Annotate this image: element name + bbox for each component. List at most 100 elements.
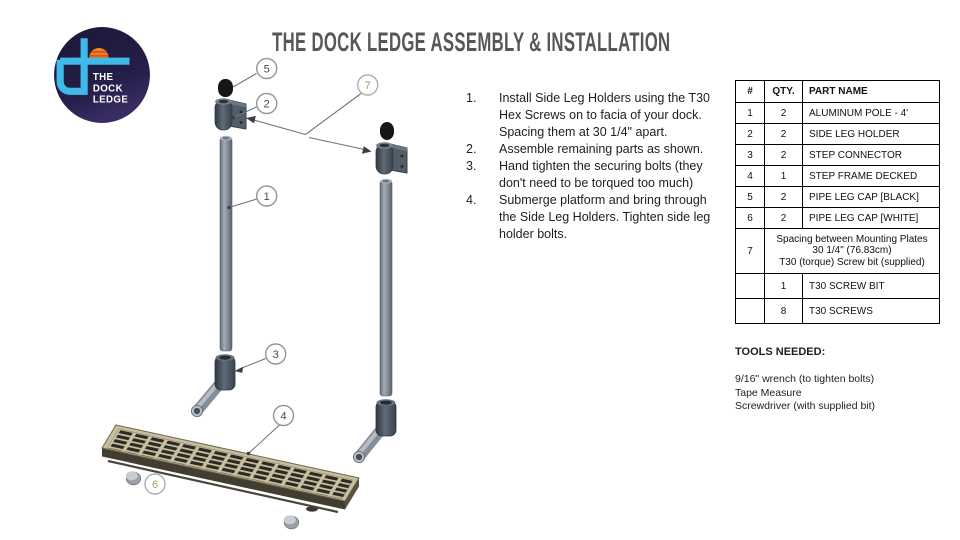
part-number: 3 [735, 144, 765, 166]
part-number: 1 [735, 102, 765, 124]
svg-text:7: 7 [365, 80, 371, 92]
part-name: T30 SCREW BIT [802, 273, 940, 299]
svg-text:3: 3 [273, 349, 279, 361]
step-number: 3. [466, 159, 477, 173]
callout-2: 2 [256, 92, 278, 115]
instructions-list: 1. Install Side Leg Holders using the T3… [466, 90, 716, 243]
side-leg-holder-right [375, 142, 408, 175]
table-row: 1 2 ALUMINUM POLE - 4' [735, 102, 940, 124]
parts-table-header: # QTY. PART NAME [735, 80, 940, 103]
aluminum-pole-right [379, 178, 393, 397]
pipe-leg-cap-white-right [283, 515, 300, 530]
part-qty: 2 [764, 186, 803, 208]
header-number: # [735, 80, 765, 103]
part-number [735, 298, 765, 324]
callout-4: 4 [272, 404, 295, 427]
svg-text:4: 4 [280, 411, 286, 423]
svg-text:6: 6 [152, 479, 158, 491]
callout-1: 1 [256, 185, 278, 207]
part-qty: 1 [764, 165, 803, 187]
aluminum-pole-left [219, 135, 233, 352]
step-connector-right [352, 399, 397, 463]
pipe-leg-cap-black-left [218, 79, 233, 97]
spacing-note-line: 30 1/4" (76.83cm) [812, 245, 892, 257]
pipe-leg-cap-white-left [125, 471, 142, 486]
header-part-name: PART NAME [802, 80, 940, 103]
part-qty: 2 [764, 207, 803, 229]
step-number: 1. [466, 91, 477, 105]
page-title-text: THE DOCK LEDGE ASSEMBLY & INSTALLATION [272, 27, 671, 57]
part-number: 6 [735, 207, 765, 229]
part-name: T30 SCREWS [802, 298, 940, 324]
callout-7: 7 [357, 74, 379, 96]
logo-text-ledge: LEDGE [93, 95, 129, 106]
table-row: 8 T30 SCREWS [735, 298, 940, 324]
step-text: Assemble remaining parts as shown. [499, 142, 704, 156]
tools-item: Tape Measure [735, 386, 802, 399]
table-row: 2 2 SIDE LEG HOLDER [735, 123, 940, 145]
logo-sun-icon [89, 47, 109, 58]
instruction-step-4: 4. Submerge platform and bring through t… [466, 192, 716, 243]
instruction-step-3: 3. Hand tighten the securing bolts (they… [466, 158, 716, 192]
page-title: THE DOCK LEDGE ASSEMBLY & INSTALLATION [150, 27, 790, 58]
part-number [735, 273, 765, 299]
arrowhead-left-mounting-plate [246, 115, 256, 124]
logo-d-mark [56, 38, 130, 95]
callout-leader-lines [228, 73, 365, 454]
spacing-note-cell: Spacing between Mounting Plates 30 1/4" … [764, 228, 940, 274]
arrowhead-step-connector [234, 366, 244, 373]
tools-item: 9/16" wrench (to tighten bolts) [735, 373, 875, 385]
step-connector-left [190, 354, 236, 417]
tools-item: Screwdriver (with supplied bit) [735, 400, 876, 412]
part-name: PIPE LEG CAP [BLACK] [802, 186, 940, 208]
part-number: 7 [735, 228, 765, 274]
instruction-step-2: 2. Assemble remaining parts as shown. [466, 141, 716, 158]
part-name: STEP FRAME DECKED [802, 165, 940, 187]
parts-table: # QTY. PART NAME 1 2 ALUMINUM POLE - 4' … [735, 80, 940, 324]
table-row: 5 2 PIPE LEG CAP [BLACK] [735, 186, 940, 208]
table-row-spacing-note: 7 Spacing between Mounting Plates 30 1/4… [735, 228, 940, 274]
table-row: 4 1 STEP FRAME DECKED [735, 165, 940, 187]
part-number: 5 [735, 186, 765, 208]
part-qty: 2 [764, 123, 803, 145]
part-number: 4 [735, 165, 765, 187]
arrowhead-right-mounting-plate [362, 146, 372, 154]
part-qty: 2 [764, 144, 803, 166]
step-text: Submerge platform and bring through the … [499, 193, 711, 241]
dock-ledge-logo: THE DOCK LEDGE [54, 27, 150, 123]
svg-text:2: 2 [264, 99, 270, 111]
pipe-leg-cap-black-right [380, 122, 394, 140]
table-row: 6 2 PIPE LEG CAP [WHITE] [735, 207, 940, 229]
leader-end-markers [227, 115, 372, 456]
logo-circle [54, 27, 150, 123]
step-number: 2. [466, 142, 477, 156]
instruction-step-1: 1. Install Side Leg Holders using the T3… [466, 90, 716, 141]
step-text: Install Side Leg Holders using the T30 H… [499, 91, 711, 139]
part-qty: 8 [764, 298, 803, 324]
tools-heading: TOOLS NEEDED: [735, 346, 826, 358]
step-frame-decked [101, 424, 360, 514]
header-qty: QTY. [764, 80, 803, 103]
step-text: Hand tighten the securing bolts (they do… [499, 159, 703, 190]
part-name: SIDE LEG HOLDER [802, 123, 940, 145]
step-number: 4. [466, 193, 477, 207]
logo-text-dock: DOCK [93, 83, 123, 94]
part-number: 2 [735, 123, 765, 145]
logo-text-the: THE [93, 72, 114, 83]
svg-text:5: 5 [264, 64, 270, 76]
part-name: PIPE LEG CAP [WHITE] [802, 207, 940, 229]
part-qty: 1 [764, 273, 803, 299]
callout-balloons: 5 2 7 1 3 4 6 [144, 57, 379, 495]
part-name: ALUMINUM POLE - 4' [802, 102, 940, 124]
spacing-note-line: T30 (torque) Screw bit (supplied) [779, 256, 925, 268]
tools-needed-section: TOOLS NEEDED: 9/16" wrench (to tighten b… [735, 346, 950, 414]
side-leg-holder-left [214, 98, 247, 131]
svg-text:1: 1 [264, 191, 270, 203]
spacing-note-line: Spacing between Mounting Plates [776, 233, 928, 245]
table-row: 1 T30 SCREW BIT [735, 273, 940, 299]
part-name: STEP CONNECTOR [802, 144, 940, 166]
table-row: 3 2 STEP CONNECTOR [735, 144, 940, 166]
callout-3: 3 [265, 343, 287, 365]
callout-5: 5 [256, 57, 278, 80]
